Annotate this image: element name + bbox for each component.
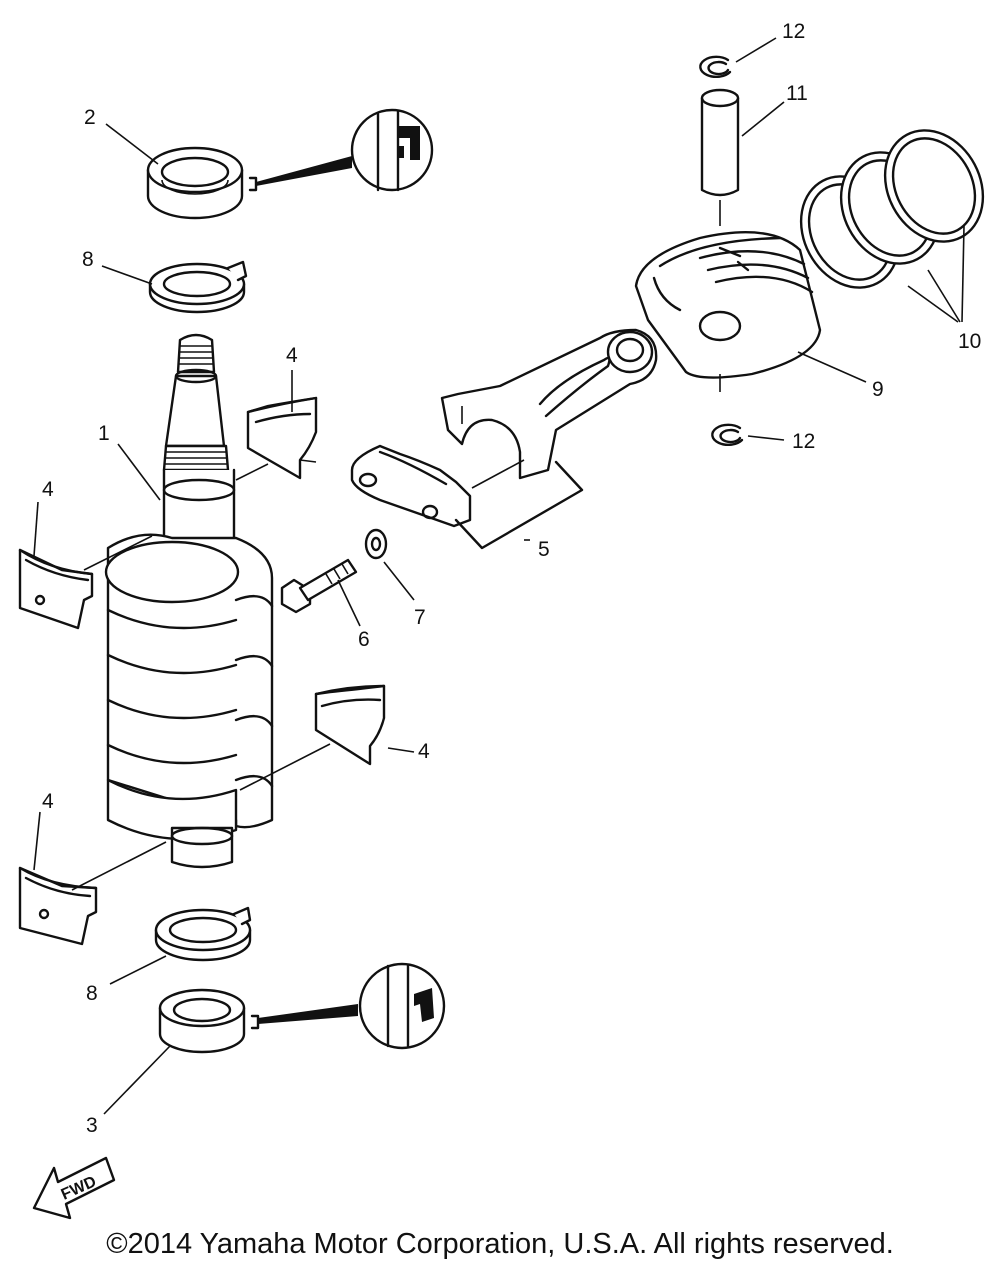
callout-1: 1 [98, 422, 110, 445]
part-4-bearing-upper-right [246, 396, 318, 480]
callout-labels: 1 2 3 4 4 4 4 5 6 7 8 8 9 10 11 12 12 [42, 20, 981, 1137]
fwd-arrow-icon: FWD [32, 1156, 116, 1220]
part-5-connecting-rod [350, 328, 658, 550]
part-8-washer-upper [148, 260, 248, 314]
copyright-notice: ©2014 Yamaha Motor Corporation, U.S.A. A… [106, 1228, 894, 1260]
part-1-crankshaft [104, 333, 274, 869]
callout-3: 3 [86, 1114, 98, 1137]
part-9-piston [634, 200, 822, 392]
part-12-circlip-upper [699, 55, 732, 79]
callout-8-upper: 8 [82, 248, 94, 271]
callout-2: 2 [84, 106, 96, 129]
part-11-piston-pin [700, 88, 740, 197]
part-4-bearing-lower-right [314, 684, 386, 766]
part-4-bearing-left-lower [18, 866, 98, 946]
part-12-circlip-lower [711, 423, 744, 447]
part-4-bearing-left-upper [18, 548, 94, 630]
callout-12-lower: 12 [792, 430, 815, 453]
seal-lip-detail-circle-lower [358, 962, 446, 1050]
part-8-washer-lower [154, 906, 252, 962]
part-10-piston-rings [799, 129, 985, 289]
callout-7: 7 [414, 606, 426, 629]
seal-lip-detail-circle-upper [350, 108, 434, 192]
callout-4-upper-right: 4 [286, 344, 298, 367]
callout-4-left-lower: 4 [42, 790, 54, 813]
part-6-bolt [280, 558, 358, 614]
part-3-oil-seal-lower [158, 988, 358, 1054]
callout-8-lower: 8 [86, 982, 98, 1005]
callout-4-left-upper: 4 [42, 478, 54, 501]
callout-12-upper: 12 [782, 20, 805, 43]
callout-5: 5 [538, 538, 550, 561]
callout-10: 10 [958, 330, 981, 353]
callout-4-lower-right: 4 [418, 740, 430, 763]
callout-9: 9 [872, 378, 884, 401]
leader-lines [33, 37, 965, 1115]
callout-11: 11 [786, 82, 808, 105]
part-7-washer [364, 528, 388, 560]
callout-6: 6 [358, 628, 370, 651]
part-2-oil-seal-upper [146, 146, 352, 220]
